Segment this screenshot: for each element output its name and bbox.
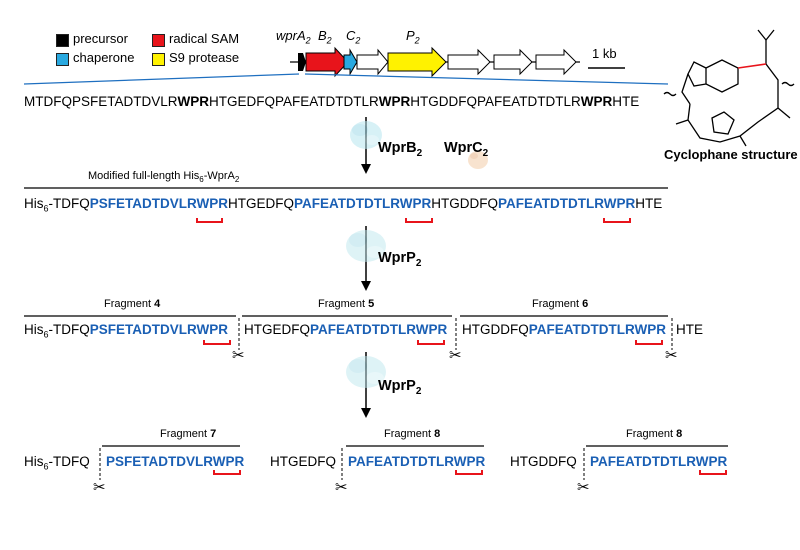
modified-protein-label: Modified full-length His6-WprA2 (88, 170, 240, 185)
crosslink-brackets-row2 (213, 470, 727, 475)
legend-label-chaperone: chaperone (73, 50, 135, 65)
scissors-icon: ✂ (665, 347, 678, 364)
scissors-icon: ✂ (577, 479, 590, 496)
core-peptide-segment: PSFETADTDVLRWPR (89, 196, 229, 211)
enzyme-wprB2-label: WprB2 (378, 140, 423, 159)
gene-label-B2: B2 (318, 28, 332, 46)
scissors-icon: ✂ (335, 479, 348, 496)
legend-label-precursor: precursor (73, 31, 128, 46)
motif-wpr: WPR (177, 94, 210, 109)
core-peptide-segment: PAFEATDTDTLRWPR (294, 196, 432, 211)
his-tag-sub: 6 (43, 203, 49, 214)
fragment-5-sequence: HTGEDFQPAFEATDTDTLRWPR (244, 322, 448, 337)
leader-segment: HTGEDFQ (228, 196, 295, 211)
gene-B2-arrow (305, 46, 349, 78)
cut-lines-row2 (99, 448, 585, 480)
leader-segment: HTE (635, 196, 663, 211)
crosslink-brackets-row1 (203, 340, 663, 345)
fragment-4-sequence: His6-TDFQPSFETADTDVLRWPR (24, 322, 229, 340)
core-peptide-segment: PAFEATDTDTLRWPR (498, 196, 636, 211)
enzyme-wprC2-label: WprC2 (444, 140, 489, 159)
gene-white-arrow-4 (535, 48, 577, 76)
fragment-7-leader: His6-TDFQ (24, 454, 90, 472)
arrow-step3-head (361, 408, 371, 418)
scissors-icon: ✂ (232, 347, 245, 364)
crosslink-brackets-modified (196, 218, 631, 223)
sequence-segment: HTGDDFQPAFEATDTDTLR (410, 94, 581, 109)
legend-swatch-chaperone (56, 53, 69, 66)
sequence-segment: HTGEDFQPAFEATDTDTLR (209, 94, 379, 109)
gene-white-arrow-3 (493, 48, 533, 76)
fragment-5-label: Fragment 5 (318, 298, 375, 310)
cut-lines-row1 (238, 318, 673, 350)
zoom-line-right (304, 73, 669, 85)
fragment-tail-sequence: HTE (676, 322, 703, 337)
fragment-6-sequence: HTGDDFQPAFEATDTDTLRWPR (462, 322, 666, 337)
fragment-8-label: Fragment 8 (384, 428, 441, 440)
sequence-segment: HTE (612, 94, 640, 109)
gene-label-P2: P2 (406, 28, 420, 46)
modified-sequence: His6-TDFQPSFETADTDVLRWPRHTGEDFQPAFEATDTD… (24, 196, 662, 214)
wprP2-structure-icon-2 (346, 356, 386, 388)
sequence-segment: MTDFQPSFETADTDVLR (24, 94, 178, 109)
leader-segment: -TDFQ (48, 196, 90, 211)
wprC2-structure-icon (468, 151, 488, 169)
gene-C2-arrow (343, 48, 358, 76)
fragment-7-core: PSFETADTDVLRWPR (106, 454, 245, 469)
gene-white-arrow-1 (356, 48, 389, 76)
gene-white-arrow-2 (447, 48, 491, 76)
fragment-8b-leader: HTGDDFQ (510, 454, 577, 469)
fragment-6-label: Fragment 6 (532, 298, 589, 310)
legend-swatch-radical-sam (152, 34, 165, 47)
arrow-step2-head (361, 281, 371, 291)
precursor-sequence: MTDFQPSFETADTDVLRWPRHTGEDFQPAFEATDTDTLRW… (24, 94, 639, 109)
gene-P2-arrow (387, 46, 447, 78)
enzyme-wprP2-label-1: WprP2 (378, 250, 422, 269)
enzyme-wprP2-label-2: WprP2 (378, 378, 422, 397)
fragment-4-label: Fragment 4 (104, 298, 161, 310)
gene-wprA2-arrow (298, 53, 306, 71)
cyclophane-structure-drawing (663, 29, 795, 147)
fragment-8-label-b: Fragment 8 (626, 428, 683, 440)
scale-bar-label: 1 kb (592, 46, 617, 61)
fragment-7-label: Fragment 7 (160, 428, 217, 440)
wprB2-structure-icon (350, 121, 382, 149)
legend-swatch-precursor (56, 34, 69, 47)
motif-wpr: WPR (378, 94, 411, 109)
legend-label-s9-protease: S9 protease (169, 50, 240, 65)
fragment-8b-core: PAFEATDTDTLRWPR (590, 454, 728, 469)
his-tag-label: His (24, 196, 44, 211)
gene-label-C2: C2 (346, 28, 361, 46)
gene-label-wprA2: wprA2 (276, 28, 311, 46)
arrow-step1-head (361, 164, 371, 174)
scissors-icon: ✂ (449, 347, 462, 364)
leader-segment: HTGDDFQ (431, 196, 499, 211)
zoom-line-left (23, 73, 300, 85)
cyclophane-caption: Cyclophane structure (664, 147, 798, 162)
scissors-icon: ✂ (93, 479, 106, 496)
legend-label-radical-sam: radical SAM (169, 31, 240, 46)
legend-swatch-s9-protease (152, 53, 165, 66)
wprP2-structure-icon-1 (346, 230, 386, 262)
motif-wpr: WPR (580, 94, 613, 109)
fragment-8-leader: HTGEDFQ (270, 454, 336, 469)
fragment-8-core: PAFEATDTDTLRWPR (348, 454, 486, 469)
